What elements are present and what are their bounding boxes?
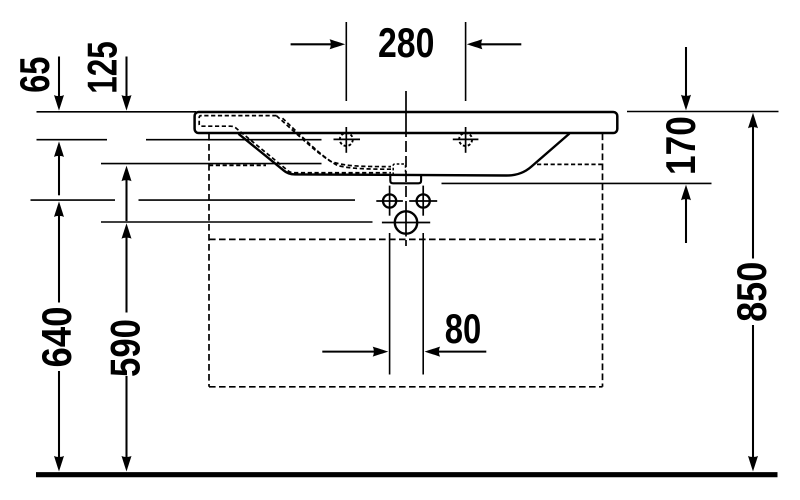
svg-text:80: 80 <box>445 305 482 352</box>
svg-text:640: 640 <box>33 307 80 368</box>
svg-text:125: 125 <box>78 41 125 93</box>
svg-text:170: 170 <box>657 116 704 175</box>
svg-text:850: 850 <box>728 262 775 322</box>
svg-text:590: 590 <box>101 319 148 377</box>
svg-text:65: 65 <box>11 57 58 93</box>
svg-text:280: 280 <box>378 19 434 66</box>
